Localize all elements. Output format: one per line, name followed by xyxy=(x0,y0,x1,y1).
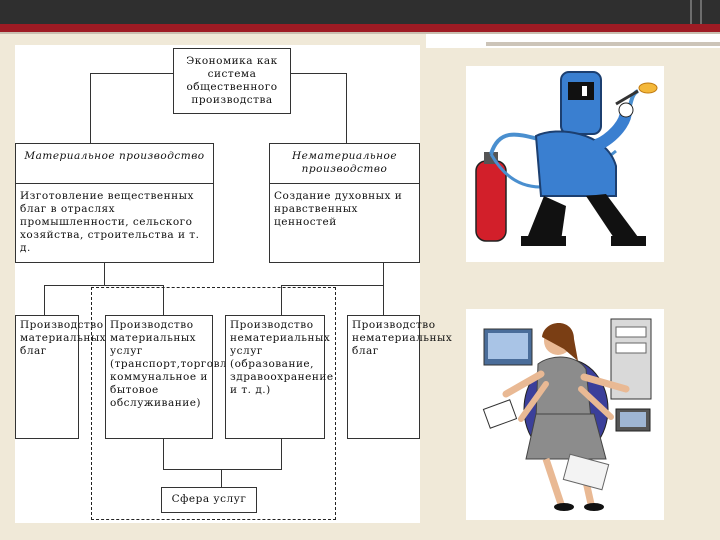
nonmaterial-description: Создание духовных и нравственных ценност… xyxy=(274,190,403,228)
leaf-label: Производство материальных услуг (транспо… xyxy=(110,319,239,409)
leaf-material-goods: Производство материальных благ xyxy=(15,315,106,439)
services-label: Сфера услуг xyxy=(171,493,247,505)
leaf-label: Производство нематериальных услуг (образ… xyxy=(230,319,334,396)
services-box: Сфера услуг xyxy=(161,487,257,513)
multitasking-office-worker-icon xyxy=(466,309,664,520)
material-description-box: Изготовление вещественных благ в отрасля… xyxy=(15,183,214,263)
connector xyxy=(104,263,105,285)
material-title-box: Материальное производство xyxy=(15,143,214,184)
connector xyxy=(163,285,164,315)
connector xyxy=(44,285,163,286)
connector xyxy=(221,469,222,487)
header-decoration xyxy=(690,0,692,24)
welder-icon xyxy=(466,66,664,262)
slide-accent-bar xyxy=(0,24,720,32)
header-strip xyxy=(486,42,720,46)
header-decoration xyxy=(700,0,702,24)
connector xyxy=(291,73,346,74)
connector xyxy=(383,263,384,285)
leaf-nonmaterial-goods: Производство нематериальных благ xyxy=(347,315,452,439)
nonmaterial-description-box: Создание духовных и нравственных ценност… xyxy=(269,183,420,263)
leaf-label: Производство материальных благ xyxy=(20,319,107,357)
connector xyxy=(281,285,383,286)
material-description: Изготовление вещественных благ в отрасля… xyxy=(20,190,200,254)
nonmaterial-title-box: Нематериальное производство xyxy=(269,143,420,184)
economy-diagram: Экономика как система общественного прои… xyxy=(15,45,452,523)
leaf-material-services: Производство материальных услуг (транспо… xyxy=(105,315,238,439)
root-box: Экономика как система общественного прои… xyxy=(173,48,291,114)
leaf-label: Производство нематериальных благ xyxy=(352,319,453,357)
services-group-outline xyxy=(91,287,336,520)
connector xyxy=(163,469,282,470)
connector xyxy=(44,285,45,315)
connector xyxy=(281,285,282,315)
connector xyxy=(90,73,173,74)
material-title: Материальное производство xyxy=(24,150,205,162)
slide-divider xyxy=(0,32,720,34)
nonmaterial-title: Нематериальное производство xyxy=(291,150,398,175)
connector xyxy=(281,439,282,469)
connector xyxy=(90,73,91,143)
connector xyxy=(383,285,384,315)
slide-header-bar xyxy=(0,0,720,24)
connector xyxy=(163,439,164,469)
root-label: Экономика как система общественного прои… xyxy=(186,55,278,106)
leaf-nonmaterial-services: Производство нематериальных услуг (образ… xyxy=(225,315,333,439)
connector xyxy=(346,73,347,143)
